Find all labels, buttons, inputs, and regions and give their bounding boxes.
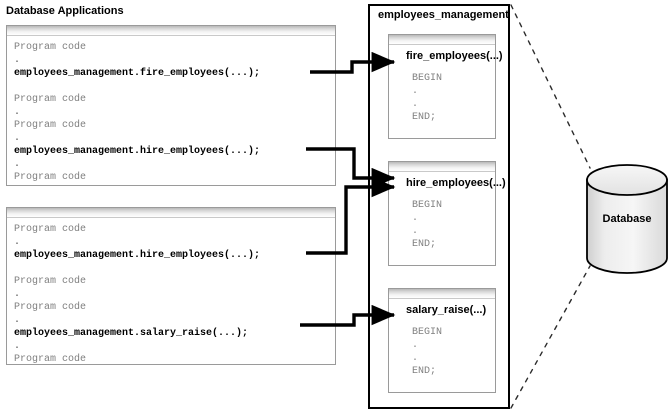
code-line: .: [14, 55, 21, 66]
application-box-2-code: Program code. employees_management.hire_e…: [14, 223, 260, 366]
application-box-2-body: Program code. employees_management.hire_e…: [7, 218, 335, 366]
procedure-box-hire-employees-titlebar: [389, 162, 495, 172]
code-line: employees_management.hire_employees(...)…: [14, 250, 261, 261]
code-line: Program code: [14, 172, 87, 183]
code-line: .: [14, 289, 21, 300]
procedure-body-hire-employees: BEGIN . . END;: [412, 200, 443, 250]
application-box-2: Program code. employees_management.hire_e…: [6, 207, 336, 365]
procedure-body-fire-employees: BEGIN . . END;: [412, 73, 443, 123]
application-box-1-titlebar: [7, 26, 335, 36]
procedure-name-salary-raise: salary_raise(...): [406, 304, 487, 316]
procedure-box-salary-raise-titlebar: [389, 289, 495, 299]
code-line: Program code: [14, 120, 87, 131]
zoom-leader-line-bottom: [510, 265, 591, 409]
application-box-1-code: Program code. employees_management.fire_e…: [14, 41, 260, 184]
code-line: [14, 81, 20, 92]
code-line: employees_management.hire_employees(...)…: [14, 146, 261, 157]
code-line: .: [14, 315, 21, 326]
code-line: .: [14, 341, 21, 352]
code-line: Program code: [14, 42, 87, 53]
application-box-2-titlebar: [7, 208, 335, 218]
page-title: Database Applications: [6, 5, 124, 17]
procedure-name-fire-employees: fire_employees(...): [406, 50, 503, 62]
procedure-body-salary-raise: BEGIN . . END;: [412, 327, 443, 377]
code-line: .: [14, 133, 21, 144]
code-line: .: [14, 237, 21, 248]
code-line: Program code: [14, 94, 87, 105]
application-box-1: Program code. employees_management.fire_e…: [6, 25, 336, 186]
code-line: Program code: [14, 276, 87, 287]
code-line: Program code: [14, 302, 87, 313]
code-line: Program code: [14, 354, 87, 365]
code-line: [14, 263, 20, 274]
package-title: employees_management: [378, 9, 509, 21]
code-line: Program code: [14, 224, 87, 235]
zoom-leader-line-top: [510, 4, 591, 169]
code-line: employees_management.fire_employees(...)…: [14, 68, 261, 79]
code-line: .: [14, 107, 21, 118]
code-line: .: [14, 159, 21, 170]
procedure-name-hire-employees: hire_employees(...): [406, 177, 506, 189]
procedure-box-salary-raise: [388, 288, 496, 393]
code-line: employees_management.salary_raise(...);: [14, 328, 249, 339]
procedure-box-fire-employees-titlebar: [389, 35, 495, 45]
procedure-box-fire-employees: [388, 34, 496, 139]
database-label: Database: [602, 213, 652, 225]
application-box-1-body: Program code. employees_management.fire_e…: [7, 36, 335, 185]
